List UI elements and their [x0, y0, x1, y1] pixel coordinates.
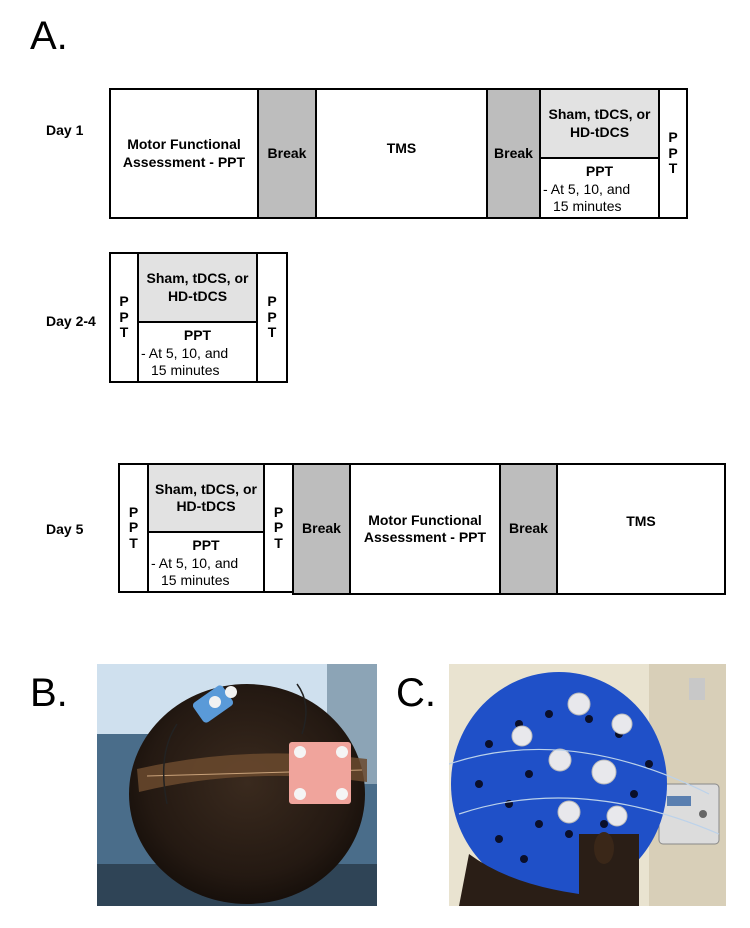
ppt-letter: P [119, 308, 129, 325]
motor-assessment-segment: Motor Functional Assessment - PPT [109, 88, 259, 219]
break-segment: Break [257, 88, 317, 219]
ppt-timing: - At 5, 10, and 15 minutes [541, 181, 658, 216]
ppt-vertical-segment: P P T [109, 252, 139, 383]
stimulation-segment: Sham, tDCS, or HD-tDCS [137, 252, 258, 323]
ppt-vertical-segment: P P T [263, 463, 294, 593]
panel-label-a: A. [30, 14, 68, 58]
ppt-letter: T [267, 324, 277, 341]
day-2-4-label: Day 2-4 [46, 313, 96, 329]
ppt-timing-line-2: 15 minutes [553, 198, 622, 214]
ppt-vertical-segment: P P T [256, 252, 288, 383]
ppt-letter: P [668, 129, 678, 146]
ppt-letter: P [668, 144, 678, 161]
ppt-vertical-segment: P P T [658, 88, 688, 219]
stimulation-segment: Sham, tDCS, or HD-tDCS [539, 88, 660, 159]
ppt-timing: - At 5, 10, and 15 minutes [149, 555, 263, 590]
break-segment: Break [292, 463, 351, 595]
break-segment: Break [486, 88, 541, 219]
eeg-cap-photo [449, 664, 726, 906]
ppt-letter: P [119, 293, 129, 310]
ppt-segment: PPT - At 5, 10, and 15 minutes [147, 531, 265, 593]
day-1-label: Day 1 [46, 122, 84, 138]
ppt-segment: PPT - At 5, 10, and 15 minutes [539, 157, 660, 219]
ppt-timing-line-2: 15 minutes [161, 572, 230, 588]
ppt-timing: - At 5, 10, and 15 minutes [139, 345, 256, 380]
stimulation-segment: Sham, tDCS, or HD-tDCS [147, 463, 265, 533]
head-with-electrodes-illustration [97, 664, 377, 906]
tms-segment: TMS [315, 88, 488, 219]
ppt-letter: P [267, 293, 277, 310]
panel-label-b: B. [30, 671, 68, 715]
ppt-letter: P [273, 503, 284, 520]
ppt-title: PPT [183, 327, 212, 343]
ppt-letter: T [119, 324, 129, 341]
ppt-letter: T [129, 534, 138, 551]
ppt-letter: T [668, 160, 678, 177]
ppt-timing-line-2: 15 minutes [151, 362, 220, 378]
ppt-letter: P [267, 308, 277, 325]
head-electrode-photo [97, 664, 377, 906]
ppt-title: PPT [192, 537, 220, 553]
ppt-title: PPT [585, 163, 614, 179]
day-5-label: Day 5 [46, 521, 84, 537]
ppt-letter: T [274, 534, 283, 551]
panel-label-c: C. [396, 671, 436, 715]
motor-assessment-segment: Motor Functional Assessment - PPT [349, 463, 501, 595]
ppt-letter: P [128, 503, 139, 520]
eeg-cap-illustration [449, 664, 726, 906]
ppt-timing-line-1: - At 5, 10, and [543, 180, 631, 197]
ppt-vertical-segment: P P T [118, 463, 149, 593]
ppt-timing-line-1: - At 5, 10, and [151, 554, 239, 571]
tms-segment: TMS [556, 463, 726, 595]
ppt-letter: P [273, 519, 284, 536]
break-segment: Break [499, 463, 558, 595]
ppt-letter: P [128, 519, 139, 536]
ppt-segment: PPT - At 5, 10, and 15 minutes [137, 321, 258, 383]
ppt-timing-line-1: - At 5, 10, and [141, 344, 229, 361]
